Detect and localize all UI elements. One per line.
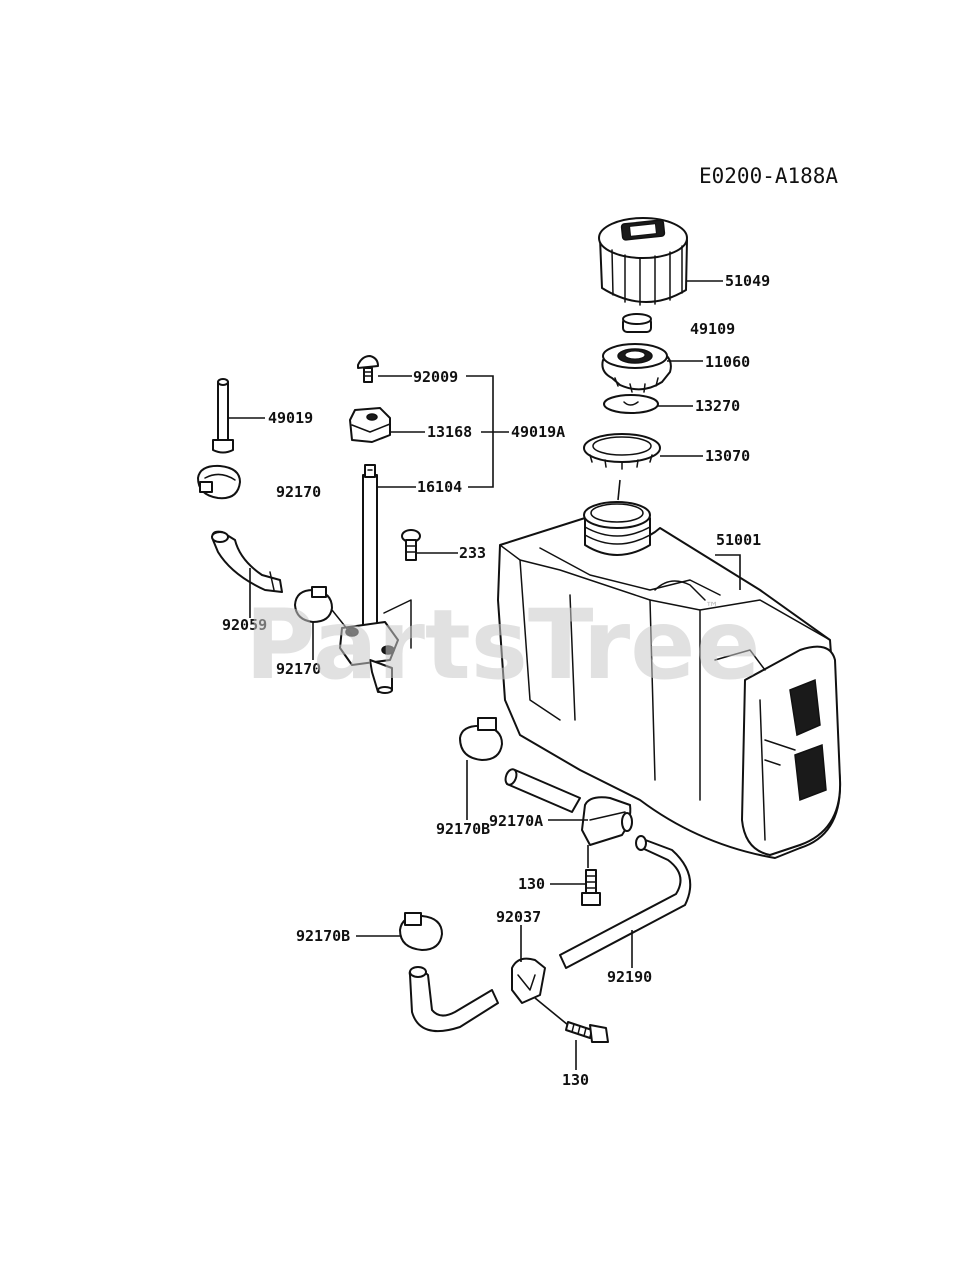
screw-233[interactable] [401, 529, 421, 561]
filler-neck [583, 501, 651, 556]
label-92170A[interactable]: 92170A [489, 812, 543, 830]
neck-to-ring-line [617, 479, 621, 501]
strainer-ring-13070[interactable] [583, 433, 661, 470]
label-49019[interactable]: 49019 [268, 409, 313, 427]
label-13270[interactable]: 13270 [695, 397, 740, 415]
fuel-valve [331, 609, 399, 694]
label-92170-top[interactable]: 92170 [276, 483, 321, 501]
screw-130-lower[interactable] [565, 1021, 609, 1043]
label-233[interactable]: 233 [459, 544, 486, 562]
label-49109[interactable]: 49109 [690, 320, 735, 338]
shaft-16104[interactable] [362, 464, 378, 641]
watermark-trademark: ™ [705, 600, 719, 616]
label-49019A[interactable]: 49019A [511, 423, 565, 441]
screw-92009[interactable] [357, 355, 379, 383]
fuel-tank-51001[interactable] [497, 517, 842, 859]
gasket-13270[interactable] [603, 394, 659, 414]
label-92037[interactable]: 92037 [496, 908, 541, 926]
cap-insert-49109[interactable] [622, 313, 652, 333]
label-92170B-lower[interactable]: 92170B [296, 927, 350, 945]
label-92170B-upper[interactable]: 92170B [436, 820, 490, 838]
bracket-92170A[interactable] [581, 796, 633, 846]
label-13168[interactable]: 13168 [427, 423, 472, 441]
clamp-92170-mid[interactable] [294, 586, 333, 623]
watermark: PartsTree [245, 589, 760, 701]
elbow-hose [408, 966, 499, 1033]
label-13070[interactable]: 13070 [705, 447, 750, 465]
label-51049[interactable]: 51049 [725, 272, 770, 290]
clamp-92037[interactable] [511, 957, 546, 1004]
part-labels: 51049 49109 11060 13270 13070 51001 9200… [222, 272, 770, 1089]
label-130-upper[interactable]: 130 [518, 875, 545, 893]
clamp-92170-top[interactable] [197, 464, 241, 500]
label-51001[interactable]: 51001 [716, 531, 761, 549]
lever-knob-13168[interactable] [349, 407, 391, 443]
hose-segment [504, 768, 581, 813]
label-92059[interactable]: 92059 [222, 616, 267, 634]
fuel-cap-51049[interactable] [598, 217, 688, 306]
bolt-49019[interactable] [212, 378, 234, 454]
clamp-92170B-upper[interactable] [459, 717, 503, 761]
label-16104[interactable]: 16104 [417, 478, 462, 496]
clamp-92170B-lower[interactable] [399, 912, 443, 951]
hose-92190[interactable] [559, 835, 692, 969]
label-92190[interactable]: 92190 [607, 968, 652, 986]
leader-lines [228, 280, 741, 1070]
label-92009[interactable]: 92009 [413, 368, 458, 386]
hose-92059[interactable] [211, 530, 283, 593]
cap-seal-11060[interactable] [601, 343, 672, 393]
valve-bracket [383, 599, 412, 649]
screw-130-upper[interactable] [581, 869, 601, 906]
label-130-lower[interactable]: 130 [562, 1071, 589, 1089]
label-11060[interactable]: 11060 [705, 353, 750, 371]
diagram-code: E0200-A188A [699, 164, 838, 188]
label-92170-mid[interactable]: 92170 [276, 660, 321, 678]
